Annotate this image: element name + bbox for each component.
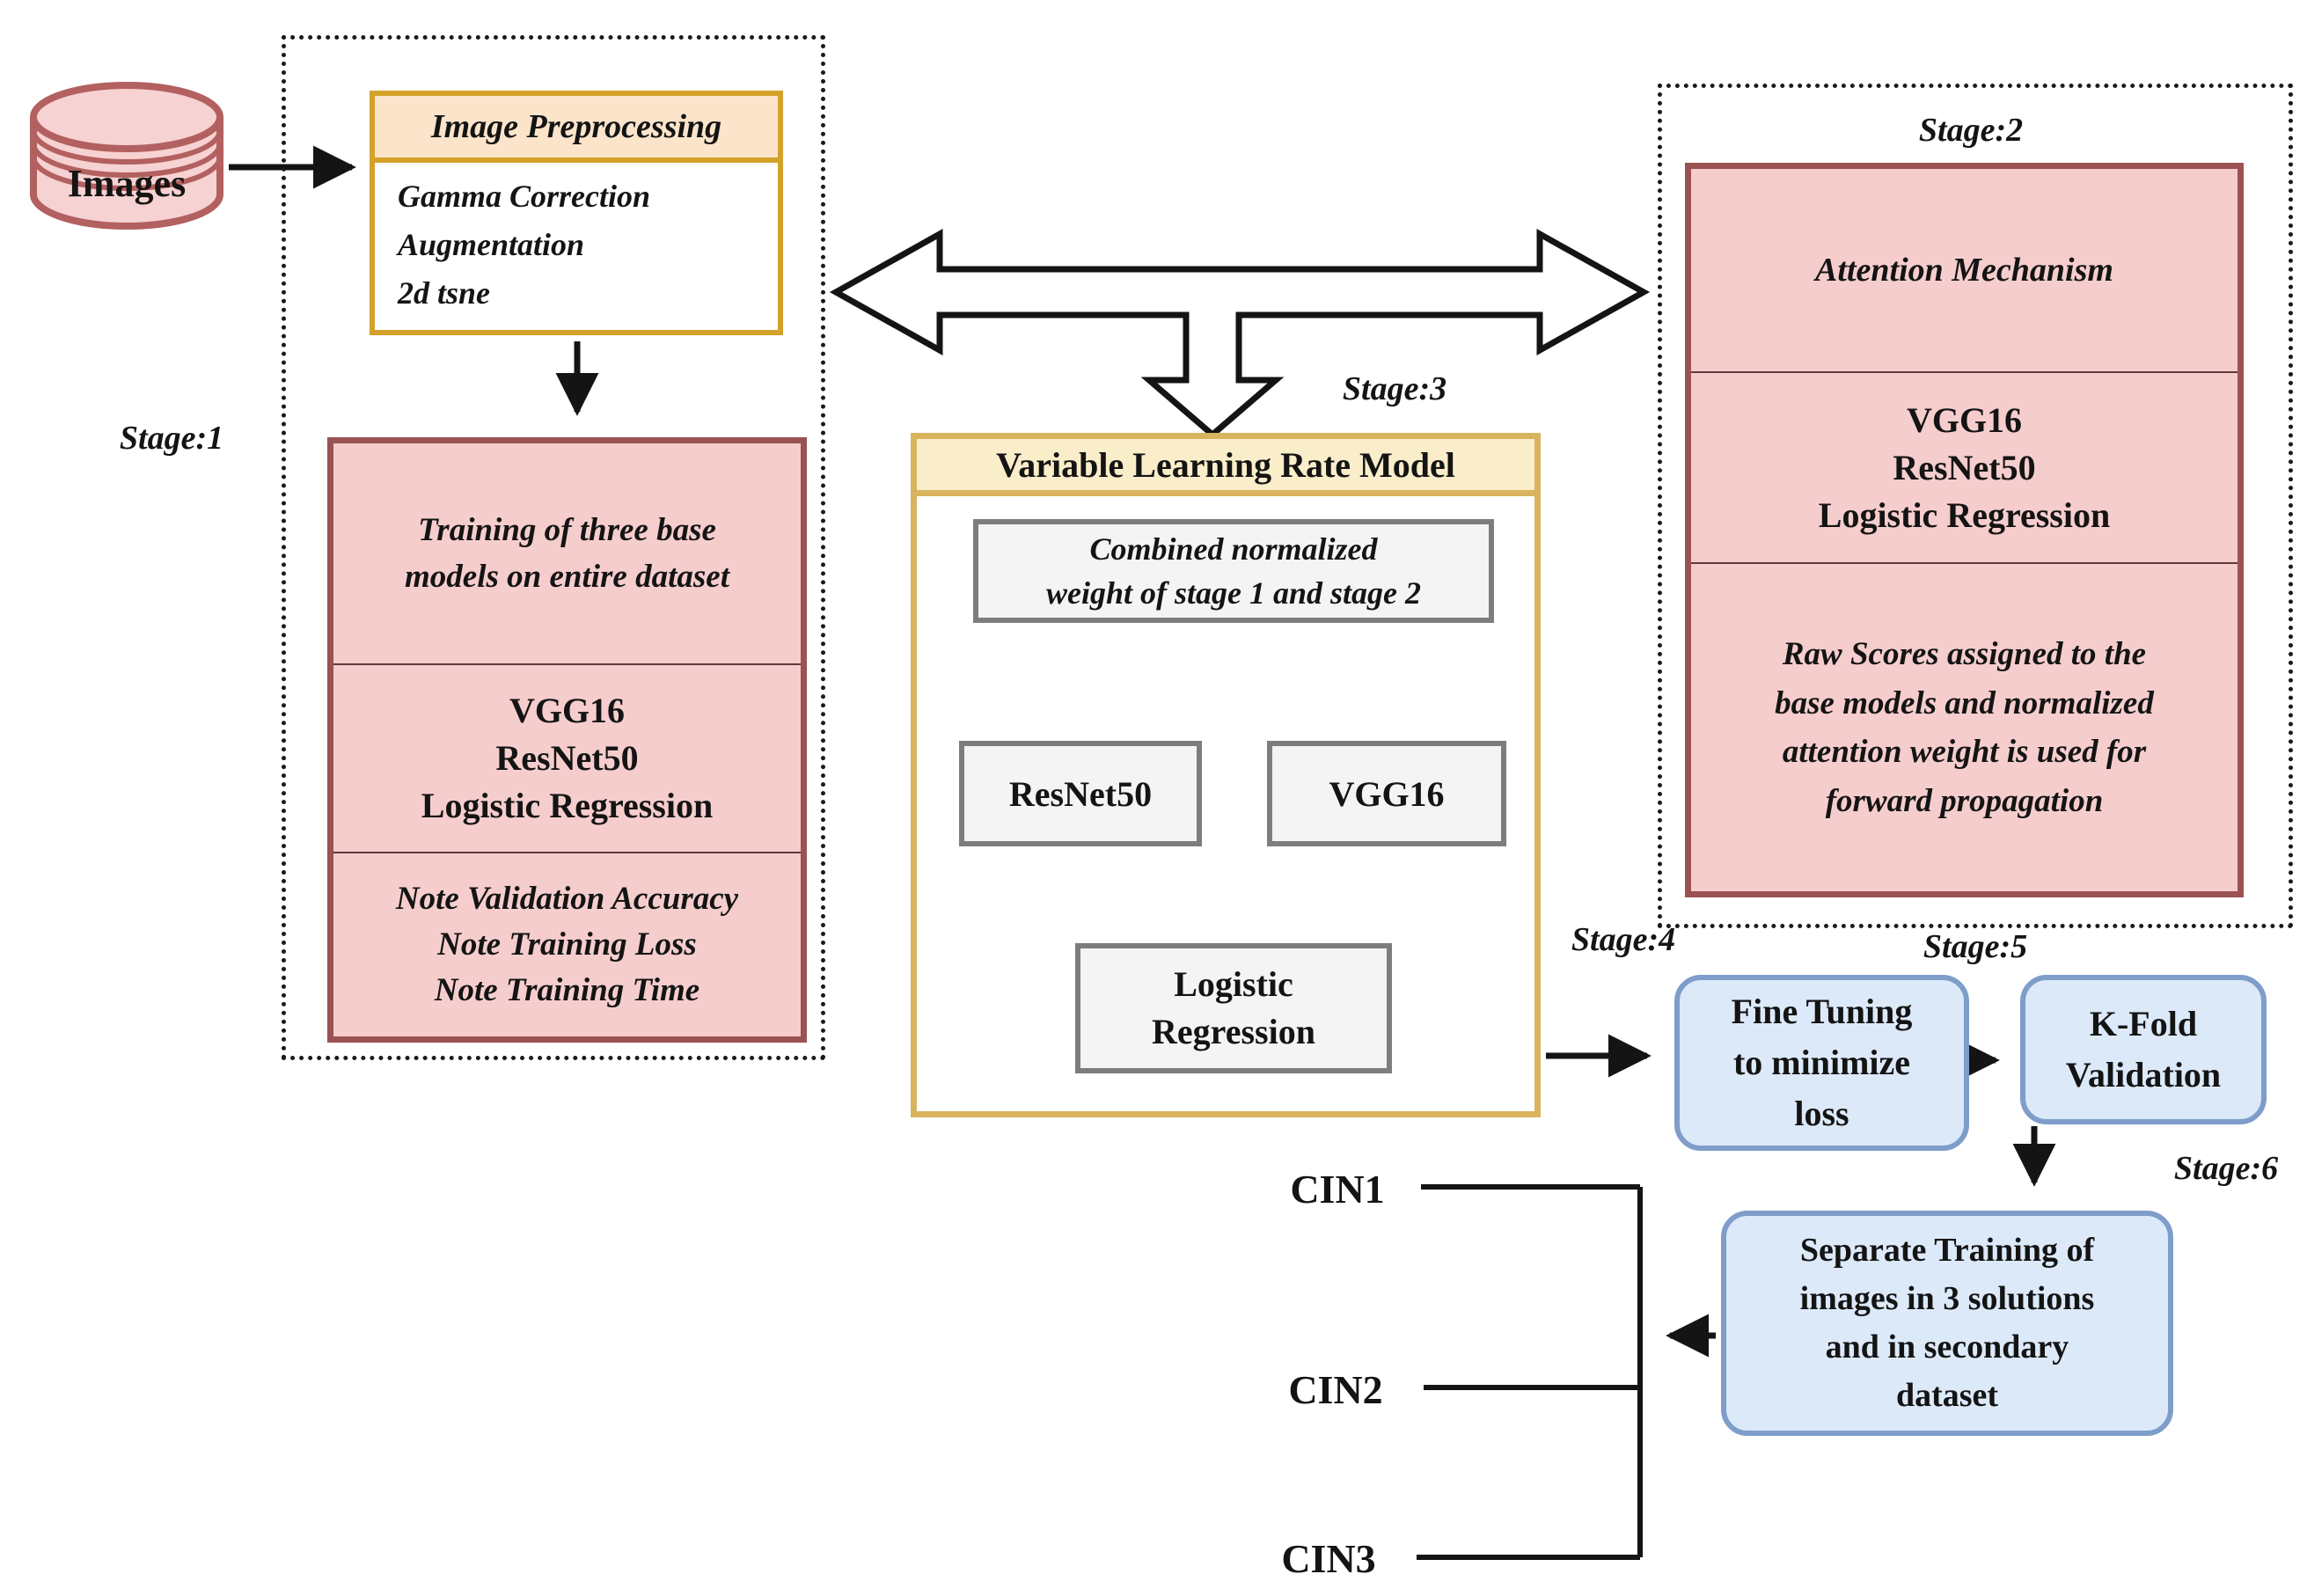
database-label: Images: [67, 161, 187, 205]
separate-training-box: Separate Training of images in 3 solutio…: [1721, 1211, 2173, 1436]
stage1-note: Note Training Time: [434, 971, 700, 1008]
stage3-label: Stage:3: [1342, 370, 1447, 407]
database-icon: [30, 82, 223, 230]
stage2-model: VGG16: [1906, 399, 2023, 440]
stage1-dotted-region: [282, 35, 825, 1060]
output-cin3: CIN3: [1281, 1535, 1376, 1581]
cylinder-ring: [31, 156, 223, 191]
stage2-dotted-region: [1658, 84, 2293, 928]
stage4-label: Stage:4: [1571, 920, 1676, 958]
stage1-model: VGG16: [509, 690, 626, 730]
stage1-note: Note Validation Accuracy: [395, 881, 739, 918]
vlrm-vgg16-box: VGG16: [1267, 741, 1506, 846]
stage1-note: Note Training Loss: [437, 926, 697, 963]
vlrm-title: Variable Learning Rate Model: [917, 439, 1534, 496]
image-preprocessing-title: Image Preprocessing: [375, 96, 778, 163]
fine-tuning-box: Fine Tuning to minimize loss: [1674, 975, 1969, 1151]
stage1-model: Logistic Regression: [421, 785, 714, 825]
preprocessing-item: 2d tsne: [398, 275, 491, 311]
cylinder-ring: [31, 129, 223, 165]
double-arrow-stage1-stage2-icon: [829, 229, 1651, 439]
stage2-model: ResNet50: [1893, 447, 2036, 487]
vlrm-resnet50-box: ResNet50: [959, 741, 1202, 846]
image-preprocessing-box: Image Preprocessing Gamma Correction Aug…: [370, 91, 783, 335]
output-cin1: CIN1: [1290, 1166, 1385, 1212]
cylinder-ring: [31, 143, 223, 178]
stage1-model: ResNet50: [495, 737, 639, 778]
vlrm-logistic-box: Logistic Regression: [1075, 943, 1392, 1073]
stage2-label: Stage:2: [1918, 112, 2024, 149]
stage1-label: Stage:1: [119, 420, 224, 457]
stage2-attention-box: Attention Mechanism VGG16 ResNet50 Logis…: [1685, 163, 2244, 897]
preprocessing-item: Gamma Correction: [398, 178, 651, 214]
stage2-model: Logistic Regression: [1818, 494, 2111, 535]
output-cin2: CIN2: [1288, 1366, 1383, 1412]
stage6-label: Stage:6: [2173, 1149, 2279, 1187]
preprocessing-item: Augmentation: [398, 226, 585, 262]
attention-heading: Attention Mechanism: [1815, 251, 2113, 289]
stage2-description: Raw Scores assigned to the base models a…: [1691, 562, 2237, 891]
kfold-box: K-Fold Validation: [2020, 975, 2267, 1124]
combined-weight-box: Combined normalized weight of stage 1 an…: [973, 519, 1494, 623]
stage5-label: Stage:5: [1922, 927, 2028, 965]
stage1-training-box: Training of three base models on entire …: [327, 437, 807, 1043]
stage1-training-heading: Training of three base models on entire …: [405, 511, 729, 596]
